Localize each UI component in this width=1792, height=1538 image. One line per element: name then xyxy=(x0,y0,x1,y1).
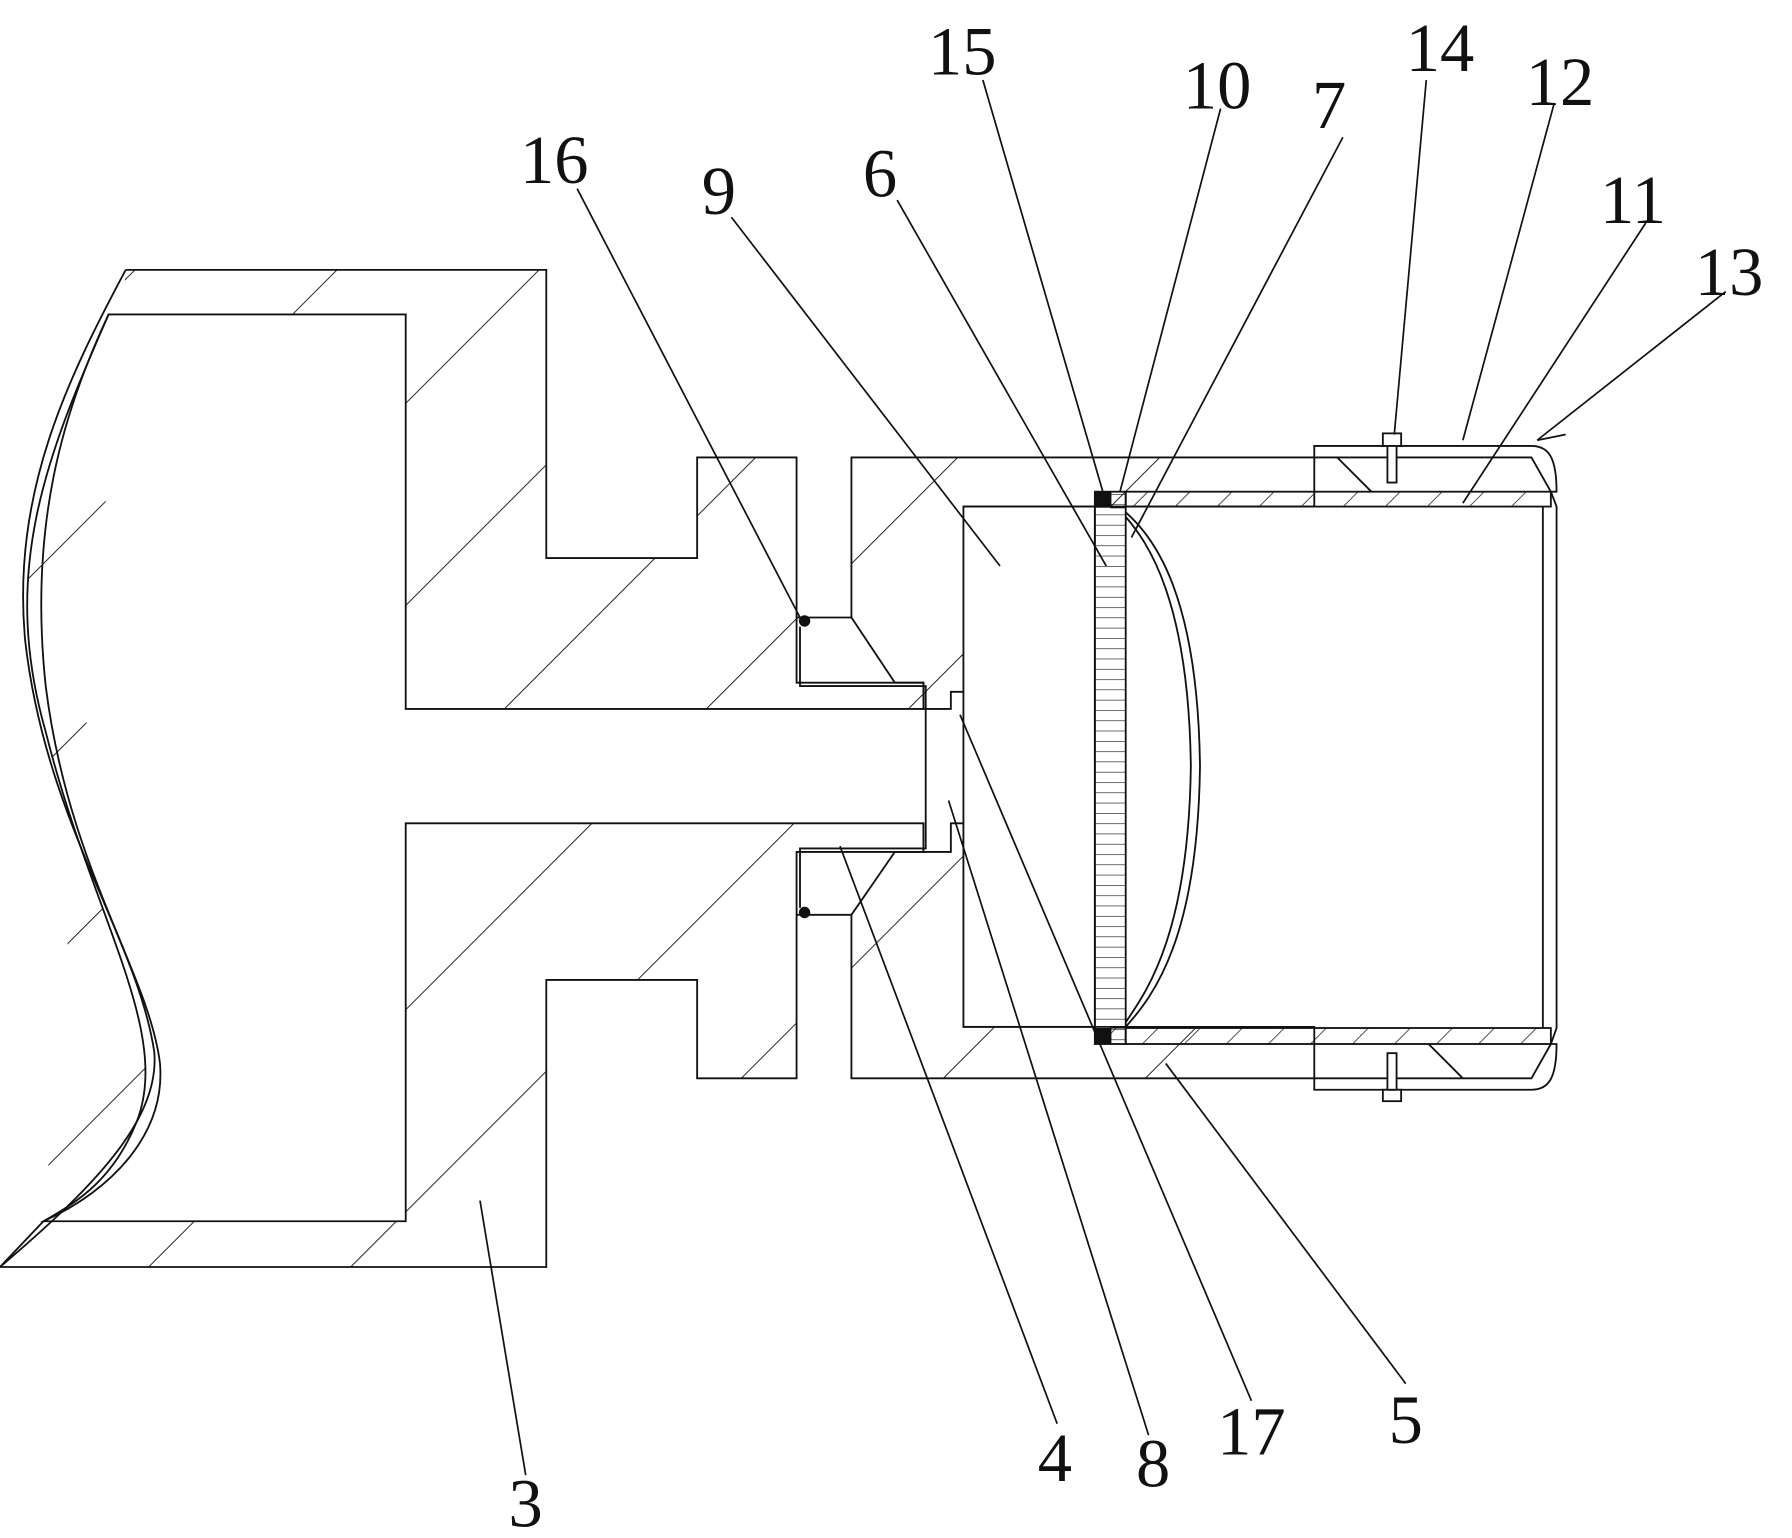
seal-ring-bottom xyxy=(799,907,810,918)
label-12: 12 xyxy=(1526,44,1595,120)
label-10: 10 xyxy=(1183,48,1252,124)
sleeve-part-12 xyxy=(1314,446,1556,1090)
part-labels: 15 10 7 14 12 11 13 16 9 6 3 4 8 17 5 xyxy=(509,10,1764,1538)
label-15: 15 xyxy=(928,13,997,89)
label-8: 8 xyxy=(1136,1426,1170,1502)
membrane-inner xyxy=(1126,517,1191,1022)
label-7: 7 xyxy=(1312,67,1346,143)
main-body-part-3 xyxy=(0,270,923,1267)
label-3: 3 xyxy=(509,1466,543,1538)
label-6: 6 xyxy=(863,136,897,212)
screw-bottom xyxy=(1383,1053,1401,1101)
label-17: 17 xyxy=(1217,1394,1286,1470)
label-16: 16 xyxy=(520,122,589,198)
label-14: 14 xyxy=(1406,10,1475,86)
label-13: 13 xyxy=(1695,234,1764,310)
filter-screen xyxy=(1095,492,1126,1044)
housing-part-5 xyxy=(797,457,1315,1078)
label-9: 9 xyxy=(702,153,736,229)
label-4: 4 xyxy=(1038,1420,1072,1496)
label-5: 5 xyxy=(1389,1382,1423,1458)
membrane xyxy=(1126,512,1200,1027)
label-11: 11 xyxy=(1600,162,1666,238)
